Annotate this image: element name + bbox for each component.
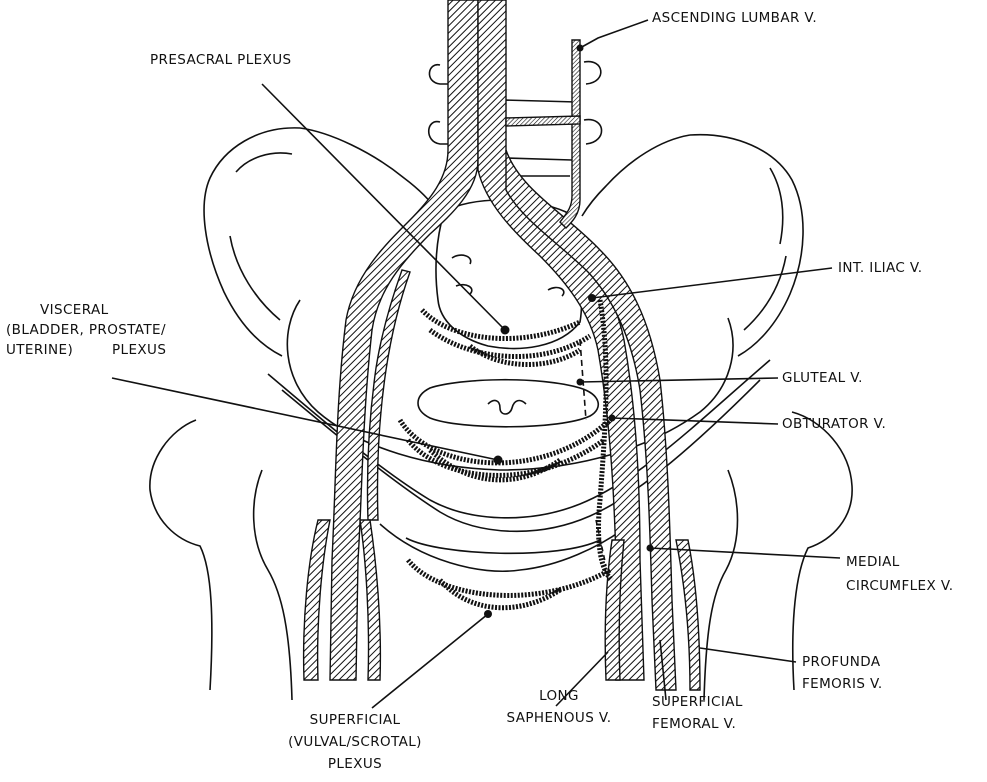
label-superficial-femoral-line1: SUPERFICIAL — [652, 694, 743, 711]
dot-presacral — [501, 326, 510, 335]
left-iliac-vein — [330, 0, 478, 680]
label-visceral-line4: PLEXUS — [112, 342, 166, 359]
label-medial-circumflex-line2: CIRCUMFLEX V. — [846, 578, 953, 595]
label-long-saphenous-line2: SAPHENOUS V. — [494, 710, 624, 727]
dot-medial-circumflex — [647, 545, 654, 552]
right-iliac-inner — [582, 135, 690, 216]
leader-profunda — [700, 648, 796, 662]
visceral-plexus-3 — [430, 450, 560, 480]
left-femoral-branch-1 — [304, 520, 330, 680]
right-femur — [792, 412, 852, 690]
venous-system — [304, 0, 700, 690]
leader-visceral — [112, 378, 498, 460]
label-profunda-line2: FEMORIS V. — [802, 676, 883, 693]
dot-ascending-lumbar — [577, 45, 584, 52]
leader-superficial-plexus — [372, 614, 488, 708]
label-visceral-line3: UTERINE) — [6, 342, 73, 359]
leader-int-iliac — [592, 268, 832, 298]
lumbar-connection — [506, 116, 580, 126]
symphysis — [406, 538, 600, 553]
ascending-lumbar-vein — [560, 40, 580, 228]
label-visceral-line1: VISCERAL — [40, 302, 109, 319]
left-femur-inner — [254, 470, 292, 700]
presacral-plexus-2 — [430, 330, 590, 357]
dot-gluteal — [577, 379, 584, 386]
dot-superficial-plexus — [484, 610, 492, 618]
presacral-plexus-1 — [422, 310, 580, 339]
label-medial-circumflex-line1: MEDIAL — [846, 554, 900, 571]
left-iliac-inner — [300, 128, 438, 212]
label-ascending-lumbar: ASCENDING LUMBAR V. — [652, 10, 817, 27]
coccyx — [488, 401, 526, 414]
superficial-plexus-1 — [408, 560, 610, 595]
profunda-femoris-vein — [676, 540, 700, 690]
left-ilium-rim — [230, 153, 292, 320]
label-superficial-plexus-line1: SUPERFICIAL — [280, 712, 430, 729]
vertebral-discs — [503, 100, 577, 176]
plexuses — [400, 300, 612, 608]
left-femur — [150, 420, 212, 690]
left-iliac-crest — [204, 128, 300, 356]
label-superficial-plexus-line2: (VULVAL/SCROTAL) — [270, 734, 440, 751]
left-femoral-branch-2 — [360, 520, 380, 680]
label-int-iliac: INT. ILIAC V. — [838, 260, 923, 277]
dot-obturator — [609, 415, 616, 422]
leader-ascending-lumbar — [580, 20, 648, 48]
label-visceral-line2: (BLADDER, PROSTATE/ — [6, 322, 166, 339]
label-profunda-line1: PROFUNDA — [802, 654, 881, 671]
label-superficial-femoral-line2: FEMORAL V. — [652, 716, 736, 733]
right-femur-inner — [704, 470, 738, 700]
right-iliac-crest — [690, 135, 803, 356]
superficial-plexus-2 — [440, 580, 560, 608]
right-ilium-rim — [744, 168, 786, 330]
label-gluteal: GLUTEAL V. — [782, 370, 863, 387]
coccyx-ring — [418, 380, 598, 427]
label-presacral-plexus: PRESACRAL PLEXUS — [150, 52, 291, 69]
dot-int-iliac — [588, 294, 596, 302]
label-long-saphenous-line1: LONG — [494, 688, 624, 705]
leader-obturator — [612, 418, 778, 424]
dot-visceral — [494, 456, 503, 465]
label-superficial-plexus-line3: PLEXUS — [280, 756, 430, 773]
transverse-process-right-2 — [584, 120, 602, 144]
transverse-process-right-1 — [584, 62, 601, 84]
label-obturator: OBTURATOR V. — [782, 416, 886, 433]
